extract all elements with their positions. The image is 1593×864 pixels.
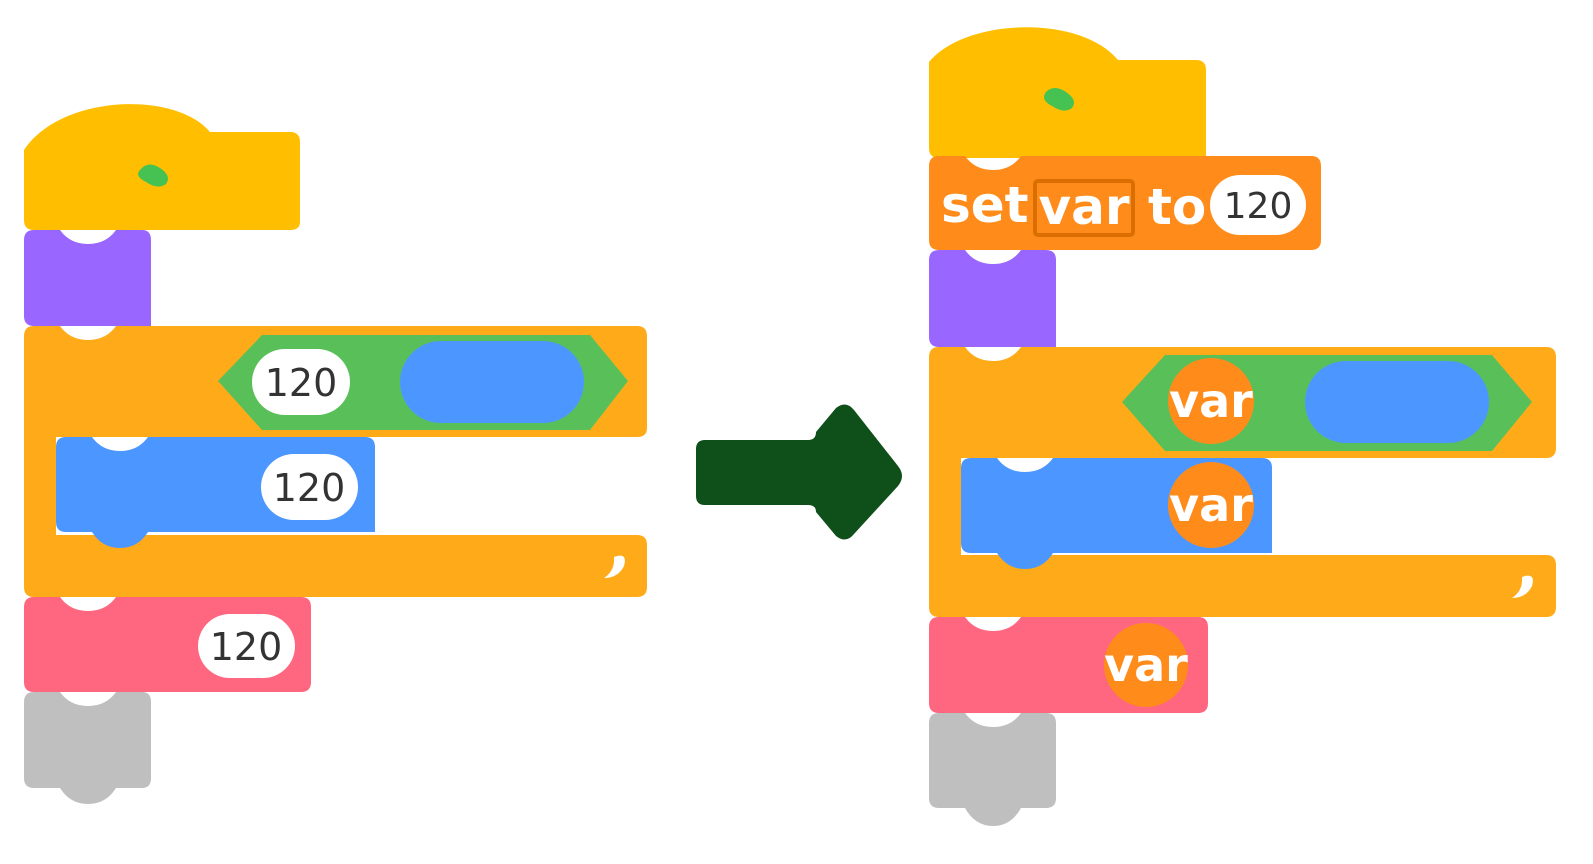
before-operator-value: 120 — [265, 361, 338, 405]
green-flag-icon — [138, 164, 168, 187]
after-set-number-input[interactable] — [1210, 175, 1306, 235]
after-motion-var: var — [1169, 478, 1253, 532]
after-stack: set var to 120 var var var — [929, 27, 1556, 826]
before-operator-number-input[interactable] — [252, 349, 350, 415]
after-set-value: 120 — [1224, 186, 1293, 227]
after-end-cap — [929, 713, 1056, 826]
before-hat-block — [24, 104, 300, 230]
after-motion-var-reporter[interactable] — [1168, 462, 1254, 548]
before-pink-value: 120 — [210, 625, 283, 669]
after-operator-var-reporter[interactable] — [1168, 358, 1254, 444]
after-set-variable: var — [1039, 178, 1130, 236]
before-pink-number-input[interactable] — [198, 614, 295, 678]
green-flag-icon — [1044, 88, 1074, 111]
loop-arrow-icon — [604, 555, 625, 578]
loop-arrow-icon — [1512, 575, 1533, 598]
before-reporter-slot — [400, 341, 584, 423]
after-set-label: set — [941, 176, 1029, 234]
after-pink-var: var — [1104, 638, 1188, 692]
after-variable-dropdown[interactable] — [1033, 179, 1135, 237]
before-motion-value: 120 — [273, 466, 346, 510]
after-pink-var-reporter[interactable] — [1104, 623, 1188, 707]
before-motion-number-input[interactable] — [261, 454, 358, 520]
after-reporter-slot — [1305, 361, 1489, 443]
before-end-cap — [24, 692, 151, 804]
right-arrow-icon — [696, 404, 902, 540]
after-to-label: to — [1148, 178, 1206, 236]
after-operator-var: var — [1169, 374, 1253, 428]
before-stack: 120 120 120 — [24, 104, 647, 804]
before-looks-block — [24, 230, 151, 326]
after-looks-block — [929, 250, 1056, 347]
after-hat-block — [929, 27, 1206, 158]
